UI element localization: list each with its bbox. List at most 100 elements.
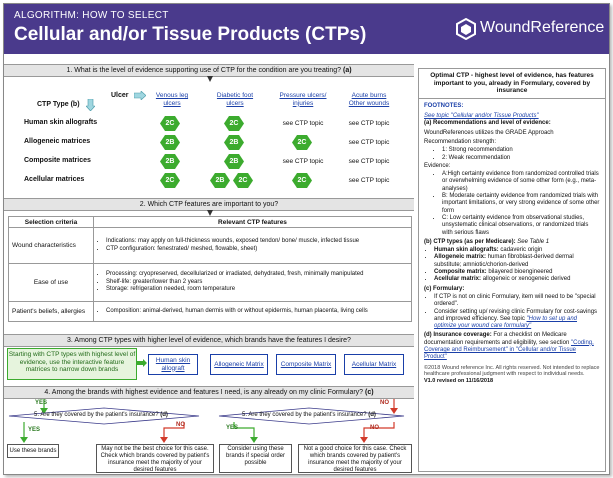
arrow-down-icon: [86, 99, 95, 111]
q5-right-yes: YES: [226, 425, 239, 431]
see-ctp-topic: see CTP topic: [348, 139, 390, 146]
algorithm-sheet: ALGORITHM: HOW TO SELECT Cellular and/or…: [3, 3, 610, 475]
page-title: Cellular and/or Tissue Products (CTPs): [14, 24, 367, 45]
list-item: 2: Weak recommendation: [442, 155, 600, 162]
brand-box: [276, 354, 336, 375]
see-ctp-topic: see CTP topic: [282, 158, 324, 165]
grade-badge: 2B: [224, 135, 244, 150]
features-cell: Indications: may apply on full-thickness…: [93, 227, 412, 264]
brand-box: [210, 354, 268, 375]
footnote-b-title: (b) CTP types (as per Medicare): See Tab…: [424, 238, 550, 245]
row-label-acellular: Acellular matrices: [24, 176, 85, 183]
footnote-d: (d) Insurance coverage: For a checklist …: [424, 332, 594, 361]
question-4-text: 4. Among the brands with highest evidenc…: [44, 389, 364, 396]
question-3-bar: 3. Among CTP types with higher level of …: [4, 334, 414, 347]
version-text: V1.0 revised on 11/16/2018: [424, 377, 494, 384]
header-kicker: ALGORITHM: HOW TO SELECT: [14, 10, 169, 21]
q4-no-label: NO: [380, 400, 389, 406]
link-composite-matrix[interactable]: Composite Matrix: [280, 361, 332, 368]
arrow-right-icon: [134, 91, 146, 100]
footnote-c-title: (c) Formulary:: [424, 285, 465, 292]
footnote-a-title: (a) Recommendations and level of evidenc…: [424, 120, 551, 127]
link-formulary-topic[interactable]: "How to set up and optimize your wound c…: [434, 315, 578, 330]
criteria-cell: Wound characteristics: [8, 227, 94, 264]
table-row: Patient's beliefs, allergies Composition…: [8, 301, 412, 322]
q4-yes-label: YES: [35, 400, 48, 406]
grade-badge: 2B: [224, 154, 244, 169]
list-item: Composite matrix: bilayered bioengineere…: [434, 269, 600, 276]
q5-left-no: NO: [176, 422, 185, 428]
ulcer-label: Ulcer: [111, 92, 129, 99]
see-ctp-topic: see CTP topic: [348, 177, 390, 184]
arrow-down-icon: [207, 210, 213, 216]
list-item: If CTP is not on clinic Formulary, item …: [434, 294, 600, 309]
header-banner: ALGORITHM: HOW TO SELECT Cellular and/or…: [4, 4, 609, 54]
grade-badge: 2C: [292, 173, 312, 188]
row-label-composite: Composite matrices: [24, 157, 91, 164]
grade-badge: 2C: [160, 173, 180, 188]
row-label-allogeneic: Allogeneic matrices: [24, 138, 91, 145]
evidence-label: Evidence:: [424, 162, 451, 169]
link-acellular-matrix[interactable]: Acellular Matrix: [351, 361, 397, 368]
arrow-right-icon: [137, 359, 147, 367]
outcome-not-good-choice: Not a good choice for this case. Check w…: [298, 444, 412, 473]
question-4-ref: (c): [365, 389, 374, 396]
feature-item: Storage: refrigeration needed, room temp…: [106, 286, 408, 293]
outcome-not-best-choice: May not be the best choice for this case…: [96, 444, 214, 473]
table-row: Wound characteristics Indications: may a…: [8, 227, 412, 264]
arrow-down-icon: [207, 76, 213, 82]
table-row: Ease of use Processing: cryopreserved, d…: [8, 263, 412, 302]
outcome-consider: Consider using these brands if special o…: [219, 444, 292, 473]
link-allogeneic-matrix[interactable]: Allogeneic Matrix: [214, 361, 264, 368]
link-coding-coverage[interactable]: "Coding, Coverage and Reimbursement" in …: [424, 339, 594, 361]
column-pressure-ulcers[interactable]: Pressure ulcers/ injuries: [279, 92, 327, 107]
column-venous-leg-ulcers[interactable]: Venous leg ulcers: [155, 92, 189, 107]
list-item: Allogeneic matrix: human fibroblast-deri…: [434, 254, 600, 269]
list-item: B: Moderate certainty evidence from rand…: [442, 193, 600, 215]
link-human-skin-allograft[interactable]: Human skin allograft: [155, 357, 191, 372]
column-diabetic-foot-ulcers[interactable]: Diabetic foot ulcers: [216, 92, 254, 107]
grade-badge: 2B: [160, 135, 180, 150]
feature-item: Shelf-life: greater/lower than 2 years: [106, 279, 408, 286]
row-label-human-skin: Human skin allografts: [24, 119, 98, 126]
woundreference-logo-icon: [456, 18, 476, 40]
see-ctp-topic: see CTP topic: [348, 158, 390, 165]
criteria-cell: Ease of use: [8, 263, 94, 302]
footnotes-panel: Optimal CTP - highest level of evidence,…: [418, 68, 606, 472]
feature-item: CTP configuration: fenestrated/ meshed, …: [106, 246, 408, 253]
criteria-cell: Patient's beliefs, allergies: [8, 301, 94, 322]
list-item: 1: Strong recommendation: [442, 147, 600, 154]
list-item: A:High certainty evidence from randomize…: [442, 171, 600, 193]
footnotes-title: FOOTNOTES:: [424, 102, 464, 109]
grade-badge: 2C: [160, 116, 180, 131]
footnote-a-text: WoundReferences utilizes the GRADE Appro…: [424, 129, 554, 136]
table-header-row: Selection criteria Relevant CTP features: [8, 216, 412, 228]
brand-box: [148, 354, 198, 375]
grade-badge: 2C: [292, 135, 312, 150]
brand-name: WoundReference: [480, 19, 605, 36]
matrix-tip: Starting with CTP types with highest lev…: [7, 348, 137, 380]
question-1-text: 1. What is the level of evidence support…: [66, 67, 342, 74]
rec-strength-label: Recommendation strength:: [424, 138, 497, 145]
question-5-right: 5. Are they covered by the patient's ins…: [242, 412, 376, 418]
question-5-left: 5. Are they covered by the patient's ins…: [34, 412, 168, 418]
brand-box: [344, 354, 404, 375]
q5-left-yes: YES: [28, 427, 41, 433]
grade-badge: 2C: [233, 173, 253, 188]
decision-flow-arrows: [8, 399, 405, 443]
link-ctp-topic[interactable]: See topic "Cellular and/or Tissue Produc…: [424, 113, 539, 120]
feature-item: Composition: animal-derived, human dermi…: [106, 308, 408, 315]
column-acute-burns[interactable]: Acute burns Other wounds: [348, 92, 390, 107]
list-item: Acellular matrix: allogeneic or xenogene…: [434, 276, 600, 283]
question-1-ref: (a): [342, 67, 352, 74]
feature-item: Indications: may apply on full-thickness…: [106, 238, 408, 245]
features-cell: Composition: animal-derived, human dermi…: [93, 301, 412, 322]
list-item: C: Low certainty evidence from observati…: [442, 215, 600, 237]
copyright-text: ©2018 Wound reference Inc. All rights re…: [424, 364, 600, 378]
see-ctp-topic: see CTP topic: [348, 120, 390, 127]
grade-badge: 2C: [224, 116, 244, 131]
optimal-ctp-note: Optimal CTP - highest level of evidence,…: [419, 69, 605, 99]
list-item: Human skin allografts: cadaveric origin: [434, 247, 600, 254]
ctp-type-label: CTP Type (b): [37, 101, 80, 108]
header-relevant-features: Relevant CTP features: [93, 216, 412, 228]
